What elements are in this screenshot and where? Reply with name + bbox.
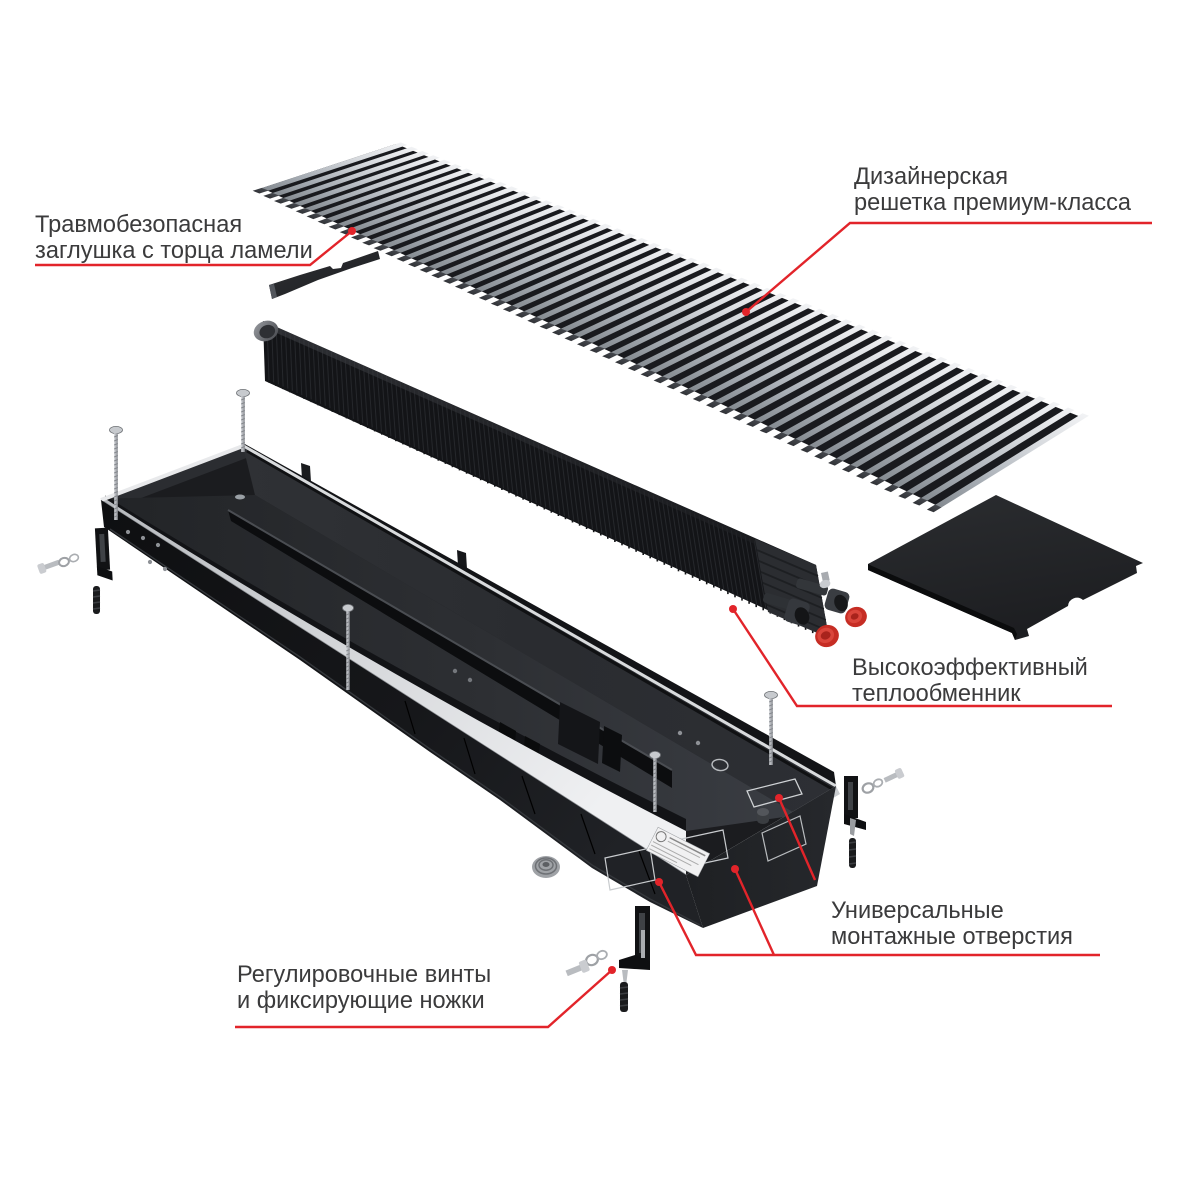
svg-text:заглушка с торца ламели: заглушка с торца ламели bbox=[35, 238, 313, 264]
svg-text:Высокоэффективный: Высокоэффективный bbox=[852, 655, 1088, 681]
svg-text:теплообменник: теплообменник bbox=[852, 681, 1021, 707]
svg-text:Дизайнерская: Дизайнерская bbox=[854, 164, 1008, 190]
svg-text:Регулировочные винты: Регулировочные винты bbox=[237, 962, 491, 988]
svg-text:Универсальные: Универсальные bbox=[831, 898, 1004, 924]
svg-text:решетка премиум-класса: решетка премиум-класса bbox=[854, 190, 1132, 216]
svg-text:Травмобезопасная: Травмобезопасная bbox=[35, 212, 242, 238]
svg-text:и фиксирующие ножки: и фиксирующие ножки bbox=[237, 988, 485, 1014]
svg-text:монтажные отверстия: монтажные отверстия bbox=[831, 924, 1073, 950]
